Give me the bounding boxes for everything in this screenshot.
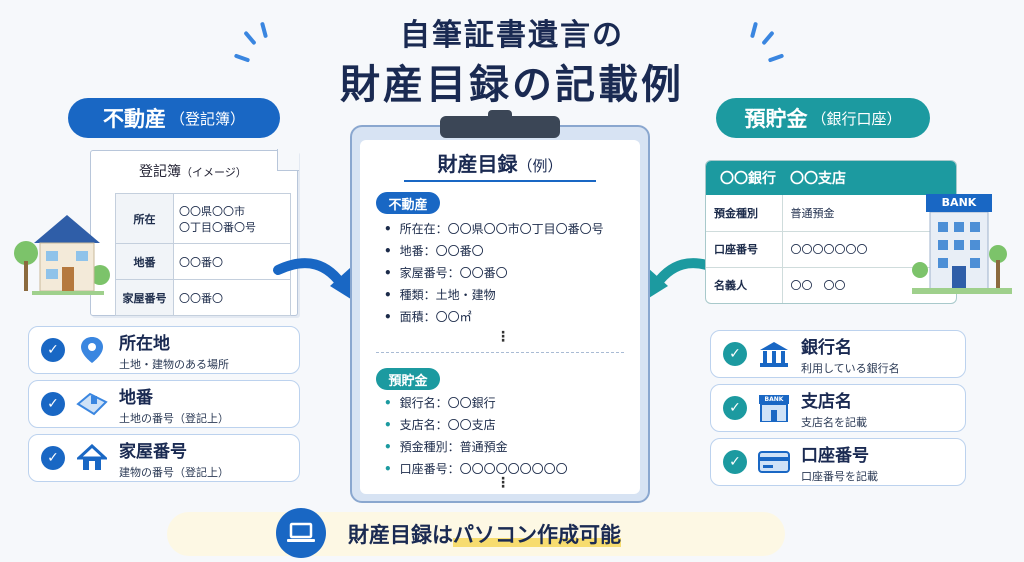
laptop-icon bbox=[276, 508, 326, 558]
card-lot-number: ✓ 地番土地の番号（登記上） bbox=[28, 380, 300, 428]
list-item: 銀行名：〇〇銀行 bbox=[384, 392, 568, 414]
title-line-2: 財産目録の記載例 bbox=[340, 62, 684, 108]
deposit-pill: 預貯金（銀行口座） bbox=[716, 98, 930, 138]
bank-header: 〇〇銀行 〇〇支店 bbox=[706, 161, 956, 195]
card-house-number: ✓ 家屋番号建物の番号（登記上） bbox=[28, 434, 300, 482]
check-icon: ✓ bbox=[723, 450, 747, 474]
bank-table: 預金種別普通預金 口座番号〇〇〇〇〇〇〇 名義人〇〇 〇〇 bbox=[706, 195, 956, 303]
list-item: 所在在：〇〇県〇〇市〇丁目〇番〇号 bbox=[384, 218, 604, 240]
bank-sign: BANK bbox=[926, 194, 992, 212]
inventory-title: 財産目録（例） bbox=[437, 152, 563, 176]
map-pin-icon bbox=[75, 333, 109, 367]
more-dots-icon: ⋮ bbox=[496, 329, 510, 345]
card-icon bbox=[757, 445, 791, 479]
list-item: 預金種別：普通預金 bbox=[384, 436, 568, 458]
list-item: 地番：〇〇番〇 bbox=[384, 240, 604, 262]
house-illustration-icon bbox=[14, 215, 110, 295]
clipboard-clip bbox=[440, 116, 560, 138]
list-item: 口座番号：〇〇〇〇〇〇〇〇〇 bbox=[384, 458, 568, 480]
card-branch-name: ✓ BANK 支店名支店名を記載 bbox=[710, 384, 966, 432]
section-divider bbox=[376, 352, 624, 353]
title-underline bbox=[404, 180, 596, 182]
check-icon: ✓ bbox=[41, 446, 65, 470]
bank-building-illustration-icon: BANK bbox=[912, 190, 1012, 300]
more-dots-icon: ⋮ bbox=[496, 475, 510, 491]
real-estate-tag: 不動産 bbox=[376, 192, 440, 214]
list-item: 面積：〇〇㎡ bbox=[384, 306, 604, 328]
clipboard-clip-top bbox=[488, 110, 512, 120]
title-line-1: 自筆証書遺言の bbox=[400, 18, 624, 53]
bank-branch-icon: BANK bbox=[757, 391, 791, 425]
list-item: 支店名：〇〇支店 bbox=[384, 414, 568, 436]
registry-table: 所在 〇〇県〇〇市〇丁目〇番〇号 地番 〇〇番〇 家屋番号 〇〇番〇 bbox=[115, 193, 291, 316]
banner-highlight: パソコン作成可能 bbox=[453, 523, 621, 547]
bank-account-panel: 〇〇銀行 〇〇支店 預金種別普通預金 口座番号〇〇〇〇〇〇〇 名義人〇〇 〇〇 bbox=[705, 160, 957, 304]
card-location: ✓ 所在地土地・建物のある場所 bbox=[28, 326, 300, 374]
registry-document: 登記簿（イメージ） 所在 〇〇県〇〇市〇丁目〇番〇号 地番 〇〇番〇 家屋番号 … bbox=[90, 149, 299, 316]
registry-title: 登記簿（イメージ） bbox=[139, 164, 247, 180]
house-icon bbox=[75, 441, 109, 475]
real-estate-list: 所在在：〇〇県〇〇市〇丁目〇番〇号 地番：〇〇番〇 家屋番号：〇〇番〇 種類：土… bbox=[384, 218, 604, 328]
check-icon: ✓ bbox=[41, 338, 65, 362]
card-bank-name: ✓ 銀行名利用している銀行名 bbox=[710, 330, 966, 378]
card-account-number: ✓ 口座番号口座番号を記載 bbox=[710, 438, 966, 486]
list-item: 種類：土地・建物 bbox=[384, 284, 604, 306]
banner-text: 財産目録はパソコン作成可能 bbox=[348, 523, 621, 547]
check-icon: ✓ bbox=[723, 396, 747, 420]
deposit-list: 銀行名：〇〇銀行 支店名：〇〇支店 預金種別：普通預金 口座番号：〇〇〇〇〇〇〇… bbox=[384, 392, 568, 480]
deposit-tag: 預貯金 bbox=[376, 368, 440, 390]
real-estate-pill: 不動産（登記簿） bbox=[68, 98, 280, 138]
check-icon: ✓ bbox=[723, 342, 747, 366]
list-item: 家屋番号：〇〇番〇 bbox=[384, 262, 604, 284]
check-icon: ✓ bbox=[41, 392, 65, 416]
bank-building-icon bbox=[757, 337, 791, 371]
land-parcel-icon bbox=[75, 387, 109, 421]
